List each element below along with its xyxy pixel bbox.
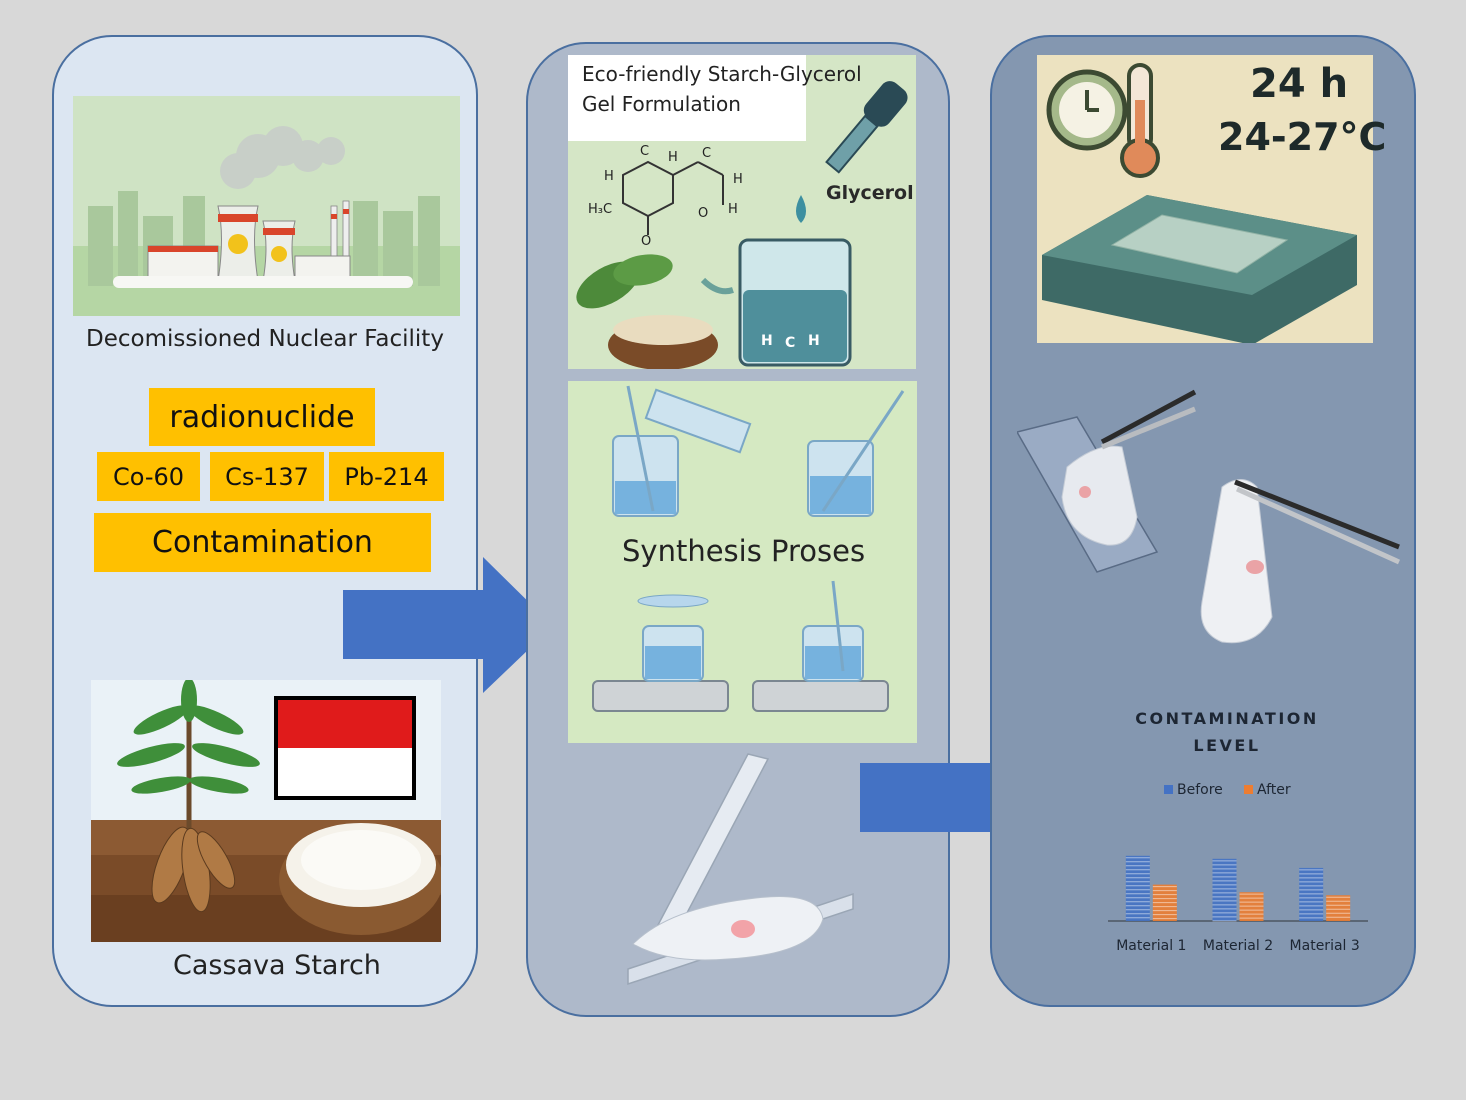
formulation-title-line1: Eco-friendly Starch-Glycerol [582,62,862,86]
svg-text:H: H [668,150,678,165]
bar-before-2 [1212,858,1237,921]
svg-text:H: H [761,333,773,349]
svg-text:H: H [728,202,738,217]
isotope-pb214: Pb-214 [329,452,444,501]
starch-caption: Cassava Starch [173,950,381,981]
legend-swatch-before [1164,785,1173,794]
svg-text:H₃C: H₃C [588,202,612,217]
gel-film-illustration [627,753,854,986]
chart-title-line2: LEVEL [1193,736,1260,755]
synthesis-illustration [568,381,917,743]
x-tick-label: Material 3 [1290,938,1360,954]
thermometer-icon [1120,63,1160,178]
svg-text:O: O [641,234,651,249]
chart-x-axis: Material 1 Material 2 Material 3 [1116,938,1360,954]
cassava-illustration [91,680,441,942]
contamination-label: Contamination [94,513,431,572]
legend-swatch-after [1244,785,1253,794]
formulation-title-line2: Gel Formulation [582,92,741,116]
legend-label-before: Before [1177,782,1223,798]
facility-caption: Decomissioned Nuclear Facility [86,326,444,352]
indonesia-flag-icon [274,696,416,800]
x-tick-label: Material 1 [1116,938,1186,954]
radionuclide-label: radionuclide [149,388,375,446]
isotope-cs137: Cs-137 [210,452,324,501]
right-panel: 24 h 24-27°C CONTAMINATION LEVEL Before A… [990,35,1416,1007]
contamination-chart: CONTAMINATION LEVEL Before After 6420 Mat… [1108,709,1368,954]
left-panel: Decomissioned Nuclear Facility radionucl… [52,35,478,1007]
temperature-label: 24-27°C [1218,115,1387,159]
svg-text:H: H [808,333,820,349]
legend-label-after: After [1257,782,1291,798]
bar-after-3 [1326,895,1351,921]
svg-text:H: H [604,169,614,184]
bar-before-3 [1299,867,1324,921]
time-label: 24 h [1250,61,1349,107]
svg-text:C: C [785,335,795,351]
gel-samples-illustration [1017,389,1401,644]
svg-text:C: C [640,144,649,159]
glycerol-label: Glycerol [826,182,914,204]
svg-text:O: O [698,206,708,221]
chart-y-axis: 6420 [1108,920,1368,922]
chart-legend: Before After [1164,782,1291,798]
synthesis-label: Synthesis Proses [622,534,866,568]
incubation-illustration [1037,55,1373,343]
chart-bars [1125,855,1351,922]
x-tick-label: Material 2 [1203,938,1273,954]
isotope-co60: Co-60 [97,452,200,501]
clock-icon [1046,69,1128,151]
nuclear-facility-illustration [73,96,460,316]
svg-text:H: H [733,172,743,187]
flow-arrow-1 [343,557,553,693]
svg-text:C: C [702,146,711,161]
chart-title-line1: CONTAMINATION [1135,709,1319,728]
